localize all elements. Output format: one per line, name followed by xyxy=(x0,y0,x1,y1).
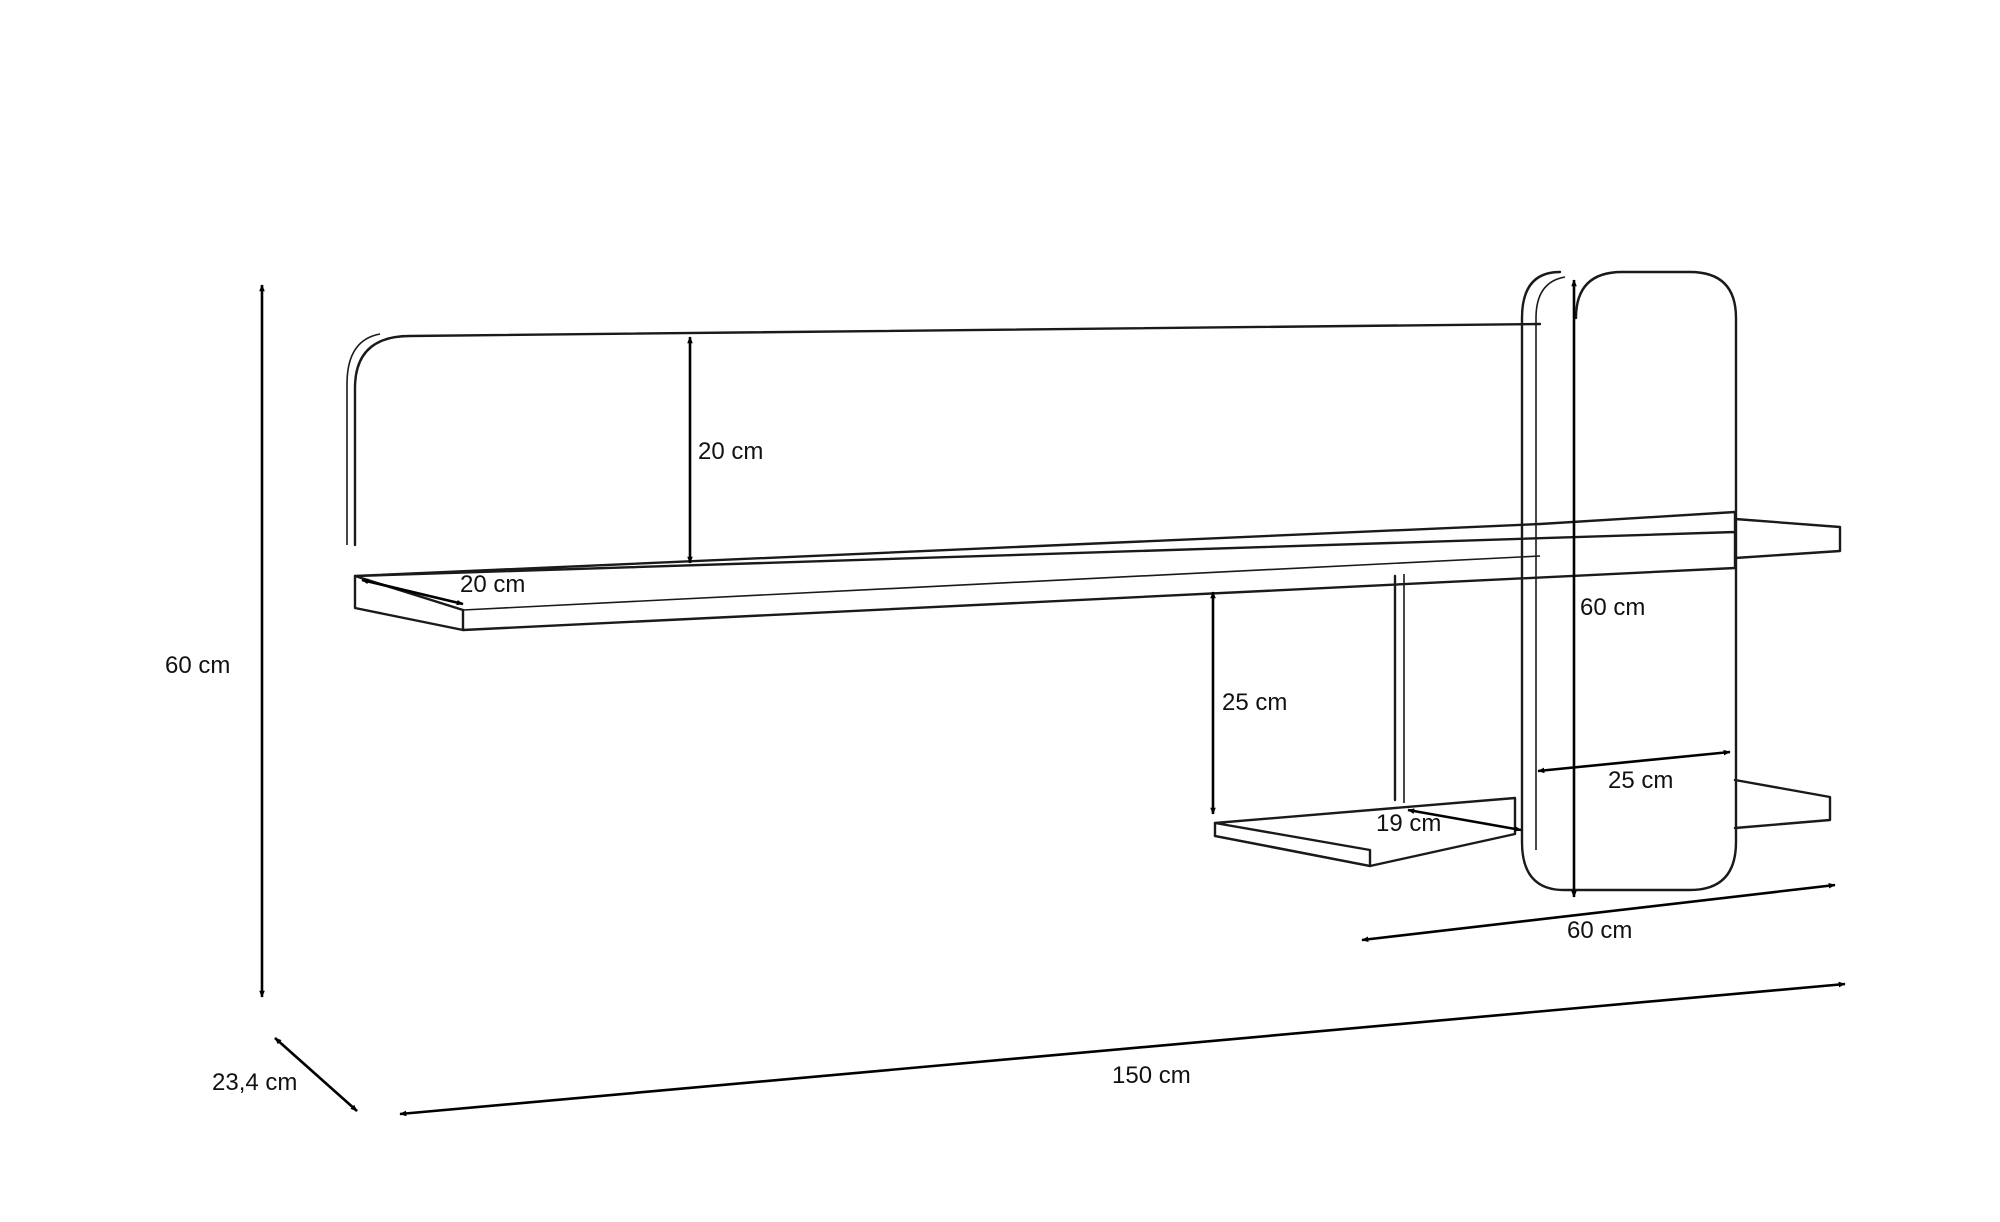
arrow-lower-shelf-width xyxy=(1361,882,1836,943)
label-lower-shelf-depth: 19 cm xyxy=(1376,810,1442,837)
label-panel-width: 25 cm xyxy=(1608,767,1674,794)
arrow-panel-width xyxy=(1537,749,1731,774)
arrow-top-shelf-depth xyxy=(361,578,464,606)
top-shelf-unit xyxy=(346,322,1842,632)
top-shelf-right-wing xyxy=(1733,517,1842,560)
lower-shelf-unit xyxy=(1213,778,1832,868)
label-total-width: 150 cm xyxy=(1112,1062,1191,1089)
label-backrest-height: 20 cm xyxy=(698,438,764,465)
label-lower-shelf-gap: 25 cm xyxy=(1222,689,1288,716)
top-shelf-board xyxy=(353,510,1737,632)
label-total-height: 60 cm xyxy=(165,652,231,679)
label-panel-height: 60 cm xyxy=(1580,594,1646,621)
lower-shelf-right-wing xyxy=(1733,778,1832,830)
backrest-edge xyxy=(346,333,381,545)
arrow-depth xyxy=(274,1037,358,1112)
vertical-panel xyxy=(1520,270,1738,892)
lower-shelf-board xyxy=(1213,796,1517,868)
label-lower-shelf-width: 60 cm xyxy=(1567,917,1633,944)
dimension-arrows xyxy=(259,279,1846,1117)
backrest-panel xyxy=(353,322,1542,547)
vertical-panel-edge xyxy=(1535,276,1566,319)
top-shelf-back-edge xyxy=(462,555,1541,611)
label-top-shelf-depth: 20 cm xyxy=(460,571,526,598)
support-post xyxy=(1393,574,1405,803)
arrow-total-width xyxy=(399,981,1846,1117)
vertical-panel-front xyxy=(1520,270,1738,892)
label-depth: 23,4 cm xyxy=(212,1069,298,1096)
top-shelf-front-edge xyxy=(353,574,465,632)
arrow-lower-shelf-depth xyxy=(1407,808,1522,832)
